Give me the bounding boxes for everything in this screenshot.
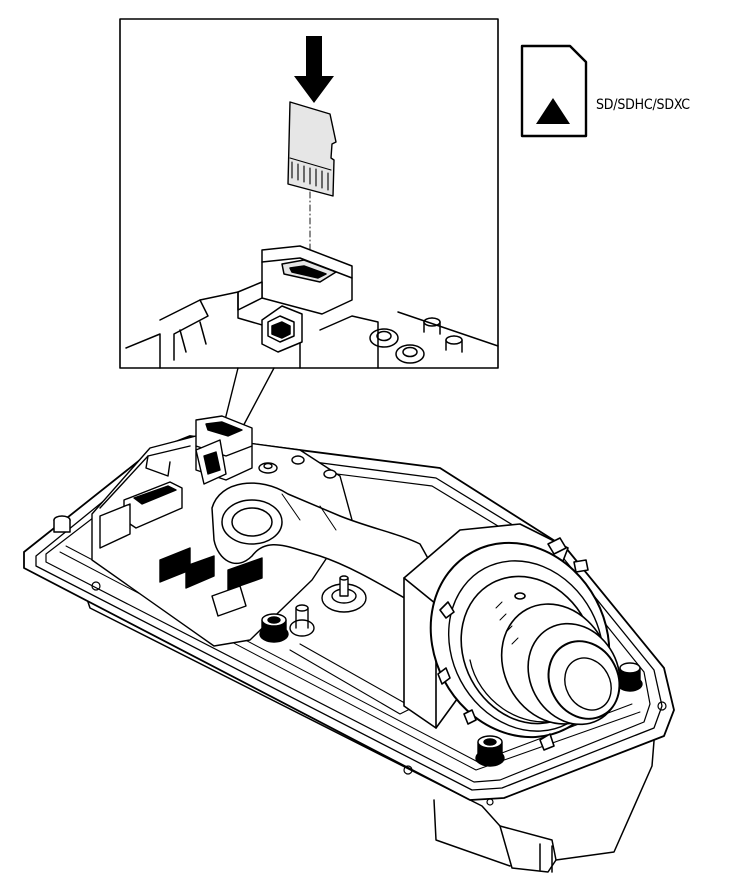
flex-cable (211, 482, 441, 601)
insert-direction-arrow-icon (294, 36, 334, 103)
sd-card-format-label: SD/SDHC/SDXC (596, 97, 690, 113)
sd-card-warning-icon (520, 44, 588, 138)
microsd-card-icon (287, 101, 337, 197)
mounting-screws (259, 575, 643, 767)
lens-assembly (403, 523, 621, 751)
card-slot-detail (125, 245, 499, 369)
